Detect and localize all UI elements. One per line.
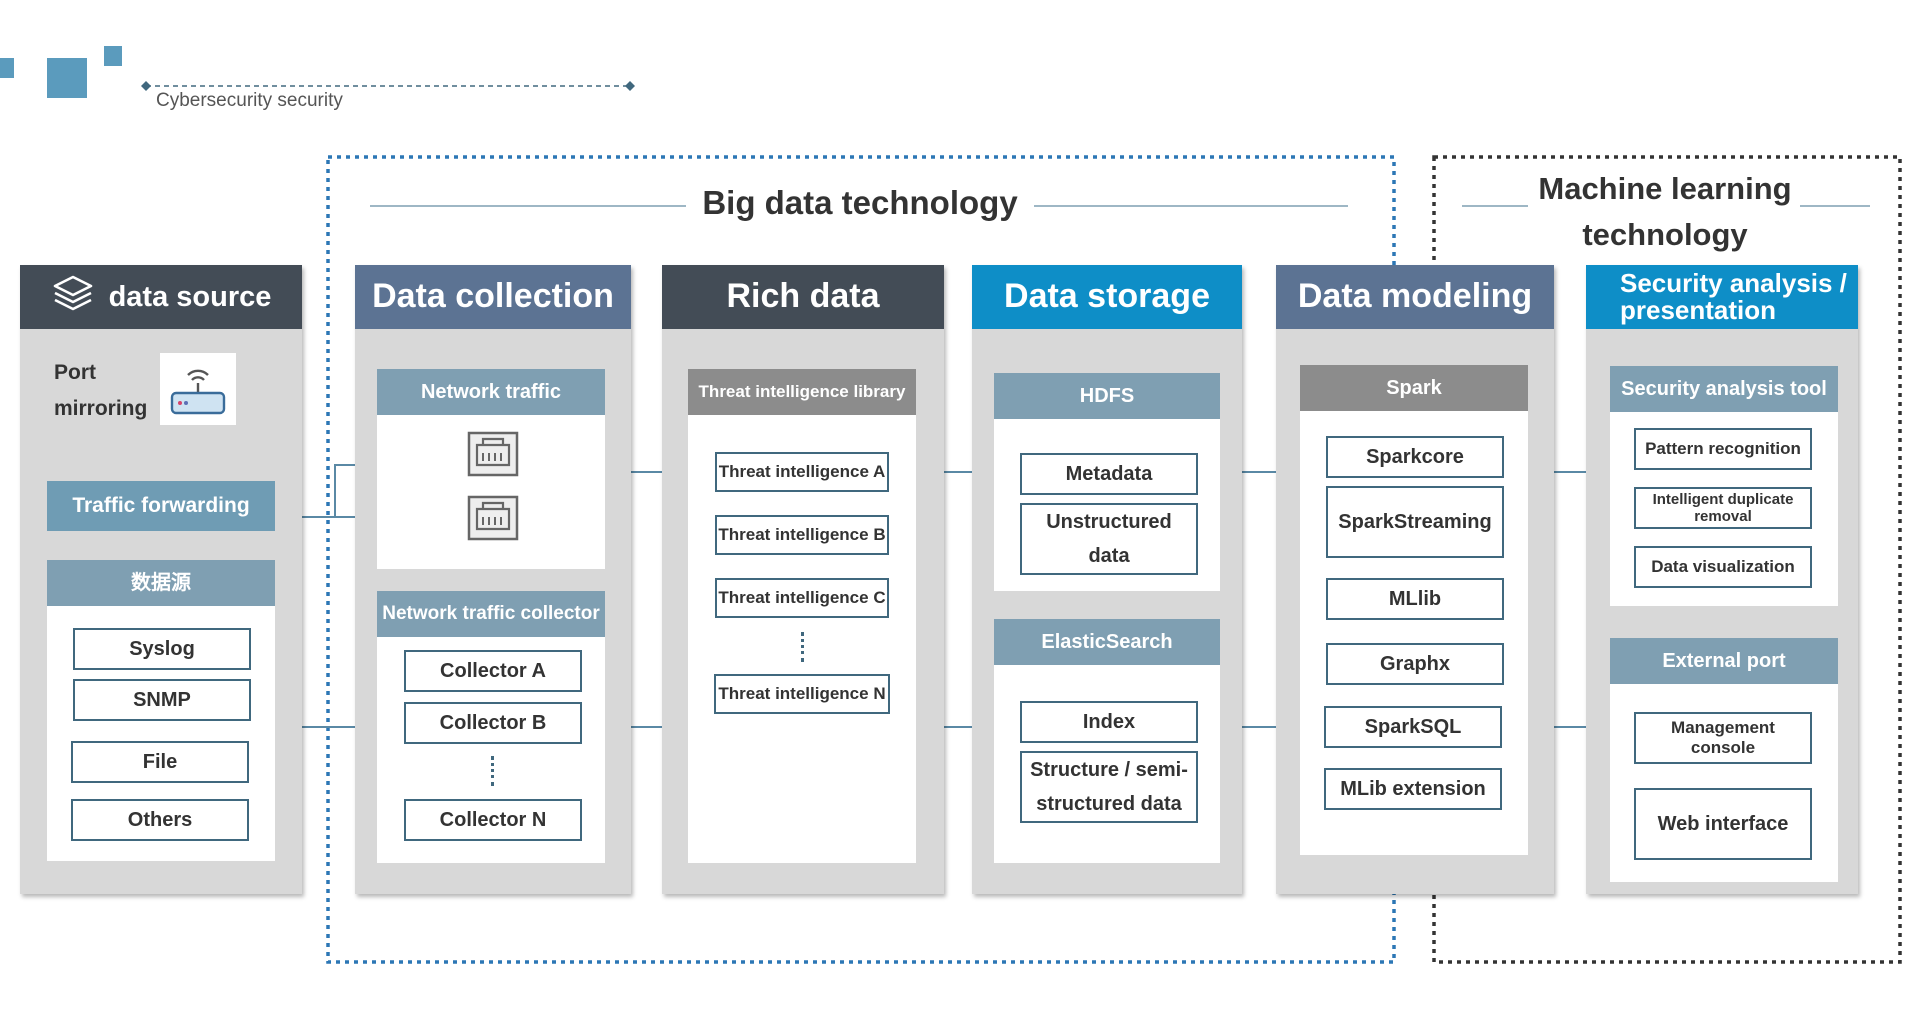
hdfs-item: Metadata xyxy=(1020,453,1198,495)
data-storage-header: Data storage xyxy=(972,265,1242,329)
data-source-column: data source Port mirroring Traffic forwa… xyxy=(20,265,302,894)
ml-group-title: Machine learning technology xyxy=(1538,171,1792,252)
rule-diamond xyxy=(141,81,151,91)
source-item: Others xyxy=(71,799,249,841)
data-collection-header: Data collection xyxy=(355,265,631,329)
spark-item: SparkSQL xyxy=(1324,706,1502,748)
collector-item: Collector B xyxy=(404,702,582,744)
network-port-icon xyxy=(467,495,519,546)
es-item: Structure / semi-structured data xyxy=(1020,751,1198,823)
external-port-panel: External port Management console Web int… xyxy=(1610,638,1838,882)
decorative-square xyxy=(0,58,14,78)
spark-item: MLlib xyxy=(1326,578,1504,620)
collector-item: Collector N xyxy=(404,799,582,841)
external-port-item: Web interface xyxy=(1634,788,1812,860)
network-port-icon xyxy=(467,431,519,482)
network-traffic-panel: Network traffic xyxy=(377,369,605,569)
ml-group-border xyxy=(1432,155,1902,964)
threat-library-panel: Threat intelligence library Threat intel… xyxy=(688,369,916,863)
spark-item: Sparkcore xyxy=(1326,436,1504,478)
router-icon xyxy=(160,353,236,425)
spark-header: Spark xyxy=(1300,365,1528,411)
data-source-header: data source xyxy=(20,265,302,329)
data-source-title: data source xyxy=(108,280,272,313)
hdfs-header: HDFS xyxy=(994,373,1220,419)
elasticsearch-panel: ElasticSearch Index Structure / semi-str… xyxy=(994,619,1220,863)
collector-panel-header: Network traffic collector xyxy=(377,591,605,637)
spark-item: MLib extension xyxy=(1324,768,1502,810)
data-storage-column: Data storage HDFS Metadata Unstructured … xyxy=(972,265,1242,894)
analysis-tool-item: Data visualization xyxy=(1634,546,1812,588)
spark-item: SparkStreaming xyxy=(1326,486,1504,558)
elasticsearch-header: ElasticSearch xyxy=(994,619,1220,665)
spark-panel: Spark Sparkcore SparkStreaming MLlib Gra… xyxy=(1300,365,1528,855)
es-item: Index xyxy=(1020,701,1198,743)
threat-intel-item: Threat intelligence N xyxy=(714,674,890,714)
page-subtitle: Cybersecurity security xyxy=(156,90,343,111)
security-analysis-column: Security analysis / presentation Securit… xyxy=(1586,265,1858,894)
network-traffic-header: Network traffic xyxy=(377,369,605,415)
traffic-forwarding-box: Traffic forwarding xyxy=(47,481,275,531)
source-item: Syslog xyxy=(73,628,251,670)
decorative-square xyxy=(47,58,87,98)
ellipsis-dots xyxy=(491,756,494,786)
external-port-header: External port xyxy=(1610,638,1838,684)
collector-panel: Network traffic collector Collector A Co… xyxy=(377,591,605,863)
rule-diamond xyxy=(625,81,635,91)
collector-item: Collector A xyxy=(404,650,582,692)
analysis-tool-item: Pattern recognition xyxy=(1634,428,1812,470)
threat-intel-item: Threat intelligence C xyxy=(715,578,889,618)
external-port-item: Management console xyxy=(1634,712,1812,764)
threat-library-header: Threat intelligence library xyxy=(688,369,916,415)
big-data-group-title: Big data technology xyxy=(702,184,1018,221)
rich-data-header: Rich data xyxy=(662,265,944,329)
threat-intel-item: Threat intelligence A xyxy=(715,452,889,492)
analysis-tool-header: Security analysis tool xyxy=(1610,366,1838,412)
rich-data-column: Rich data Threat intelligence library Th… xyxy=(662,265,944,894)
data-collection-column: Data collection Network traffic Network … xyxy=(355,265,631,894)
data-modeling-column: Data modeling Spark Sparkcore SparkStrea… xyxy=(1276,265,1554,894)
port-mirroring-label: Port mirroring xyxy=(54,361,148,420)
data-source-panel-header: 数据源 xyxy=(47,560,275,606)
security-analysis-header: Security analysis / presentation xyxy=(1586,265,1858,329)
source-item: SNMP xyxy=(73,679,251,721)
data-source-panel: 数据源 Syslog SNMP File Others xyxy=(47,560,275,861)
data-modeling-header: Data modeling xyxy=(1276,265,1554,329)
ellipsis-dots xyxy=(801,632,804,662)
decorative-square xyxy=(104,46,122,66)
spark-item: Graphx xyxy=(1326,643,1504,685)
layers-icon xyxy=(51,274,95,320)
source-item: File xyxy=(71,741,249,783)
hdfs-item: Unstructured data xyxy=(1020,503,1198,575)
analysis-tool-panel: Security analysis tool Pattern recogniti… xyxy=(1610,366,1838,606)
hdfs-panel: HDFS Metadata Unstructured data xyxy=(994,373,1220,591)
threat-intel-item: Threat intelligence B xyxy=(715,515,889,555)
analysis-tool-item: Intelligent duplicate removal xyxy=(1634,487,1812,529)
